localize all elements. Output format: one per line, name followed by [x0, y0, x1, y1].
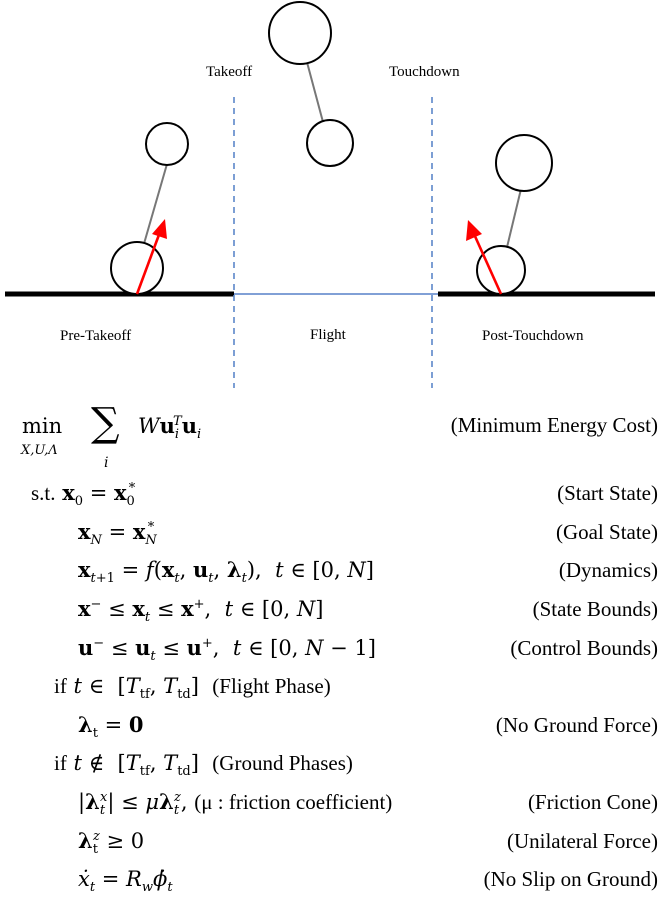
constraint-unilateral: λtz ≥ 0 (Unilateral Force): [0, 824, 660, 858]
objective-label: (Minimum Energy Cost): [450, 413, 658, 437]
dynamics-label: (Dynamics): [558, 558, 658, 582]
sum-symbol: ∑: [91, 400, 120, 446]
no-slip-label: (No Slip on Ground): [483, 867, 658, 891]
unilateral-force-label: (Unilateral Force): [506, 829, 658, 853]
condition-ground: if t ∉ [Ttf, Ttd] (Ground Phases): [54, 751, 353, 780]
robot-pre-takeoff: [110, 122, 189, 295]
touchdown-label: Touchdown: [389, 64, 460, 80]
robot-body-circle: [145, 122, 189, 166]
robot-wheel-circle: [110, 241, 164, 295]
objective-expression: WuiTui: [138, 413, 202, 443]
force-arrow-icon: [152, 219, 167, 239]
ground-phases-label: (Ground Phases): [212, 751, 353, 775]
robot-body-circle: [495, 134, 553, 192]
state-bounds-label: (State Bounds): [532, 597, 658, 621]
constraint-goal: xN = xN* (Goal State): [0, 515, 660, 549]
phase-diagram: [5, 1, 655, 388]
post-touchdown-label: Post-Touchdown: [482, 328, 584, 344]
friction-cone-label: (Friction Cone): [527, 790, 658, 814]
takeoff-label: Takeoff: [206, 64, 253, 80]
robot-wheel-circle: [476, 245, 526, 295]
no-ground-force-label: (No Ground Force): [495, 713, 658, 737]
robot-wheel-circle: [306, 119, 354, 167]
min-operator: min: [22, 414, 63, 438]
min-subscript: X,U,Λ: [21, 443, 58, 458]
constraint-start: s.t. x0 = x0* (Start State): [0, 476, 660, 510]
constraint-no-ground-force: λt = 0 (No Ground Force): [0, 708, 660, 742]
flight-phase-label: (Flight Phase): [212, 674, 331, 698]
constraint-state-bounds: x− ≤ xt ≤ x+, t ∈ [0, N] (State Bounds): [0, 592, 660, 626]
force-arrow-icon: [466, 220, 482, 241]
robot-body-circle: [268, 1, 332, 65]
st-label: s.t.: [31, 481, 56, 505]
constraint-friction-cone: |λtx| ≤ μλtz, (μ : friction coefficient)…: [0, 785, 660, 819]
sum-index: i: [104, 455, 109, 471]
friction-note: (μ : friction coefficient): [194, 790, 393, 814]
robot-post-touchdown: [466, 134, 553, 295]
goal-state-label: (Goal State): [555, 520, 658, 544]
constraint-control-bounds: u− ≤ ut ≤ u+, t ∈ [0, N − 1] (Control Bo…: [0, 631, 660, 665]
constraint-dynamics: xt+1 = f(xt, ut, λt), t ∈ [0, N] (Dynami…: [0, 553, 660, 587]
constraint-no-slip: ẋt = Rwϕ̇t (No Slip on Ground): [0, 862, 660, 896]
flight-label: Flight: [310, 327, 346, 343]
condition-flight: if t ∈ [Ttf, Ttd] (Flight Phase): [54, 674, 331, 703]
robot-flight: [268, 1, 354, 167]
control-bounds-label: (Control Bounds): [510, 636, 658, 660]
start-state-label: (Start State): [557, 481, 658, 505]
pre-takeoff-label: Pre-Takeoff: [60, 328, 132, 344]
